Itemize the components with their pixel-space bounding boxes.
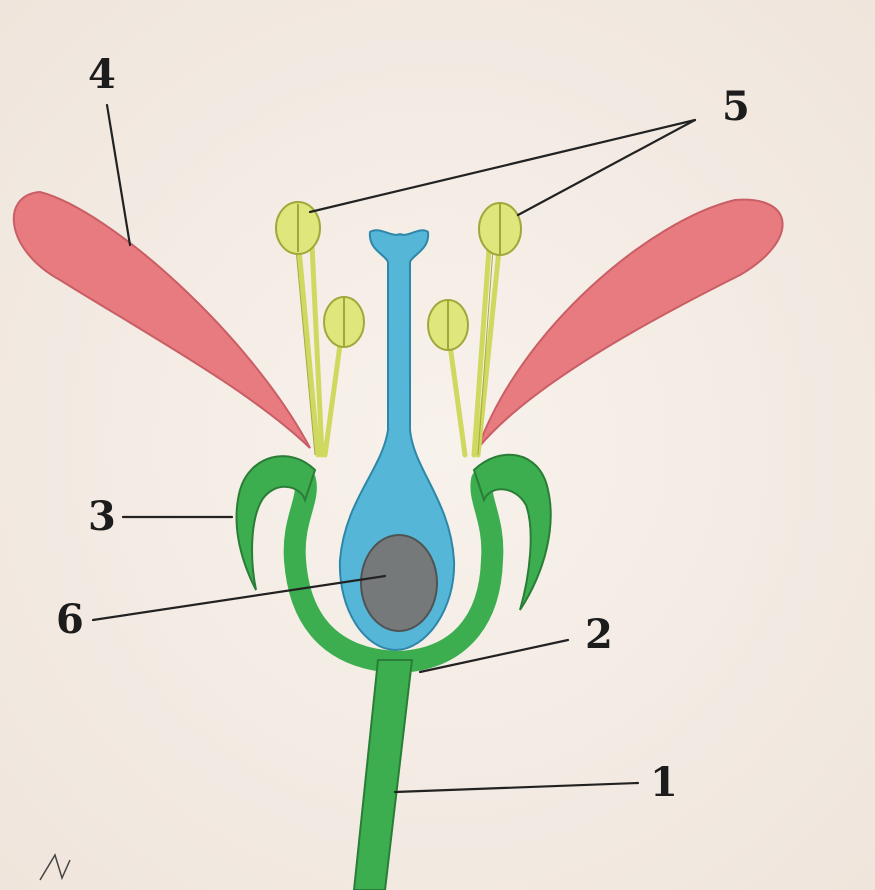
label-stamens: 5 <box>722 83 750 130</box>
label-petal: 4 <box>88 51 116 98</box>
label-receptacle: 2 <box>585 611 613 658</box>
label-ovary: 6 <box>56 596 84 643</box>
label-sepal: 3 <box>88 493 116 540</box>
ovule <box>361 535 437 631</box>
label-stem: 1 <box>650 759 678 806</box>
